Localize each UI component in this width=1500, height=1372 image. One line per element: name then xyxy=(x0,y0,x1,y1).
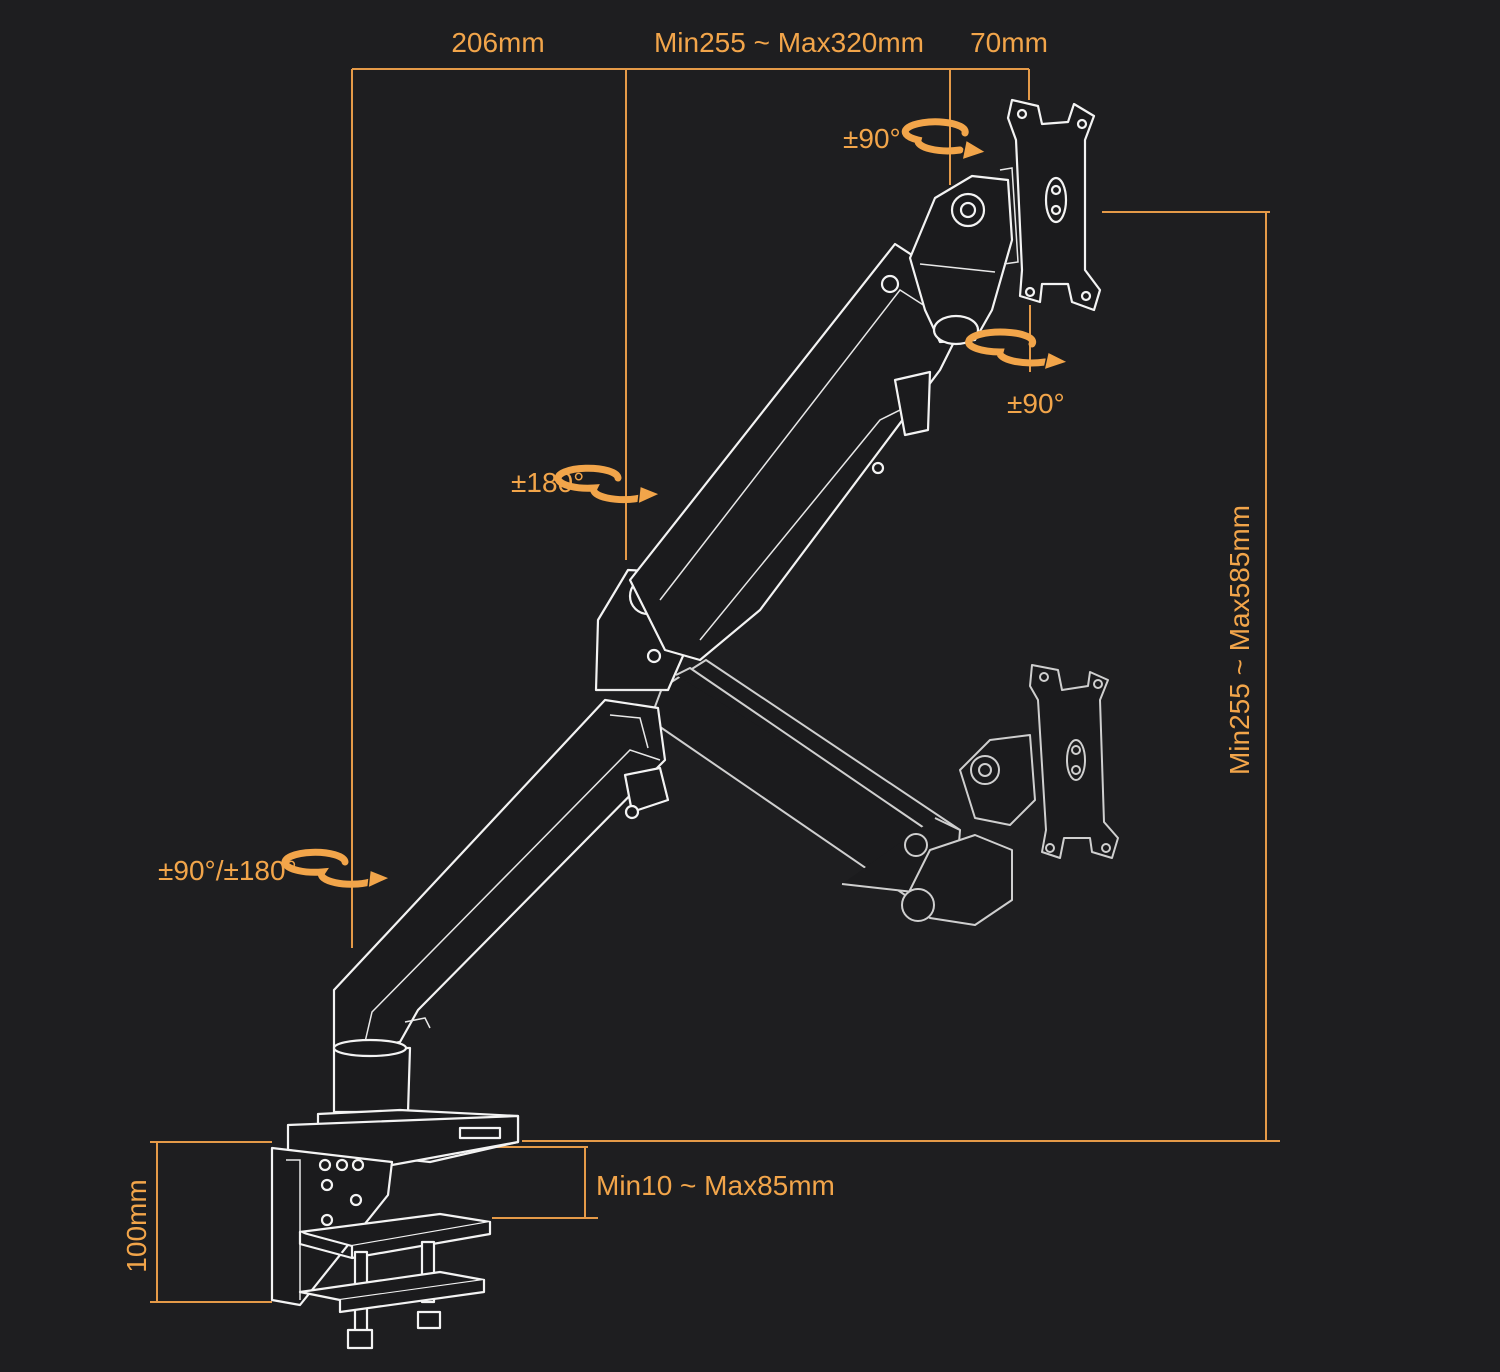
upper-arm xyxy=(628,242,977,662)
dimension-lines xyxy=(150,68,1280,1303)
rotation-icon-elbow xyxy=(554,464,662,506)
label-top-middle-dimension: Min255 ~ Max320mm xyxy=(654,27,924,58)
label-height-range: Min255 ~ Max585mm xyxy=(1224,505,1255,775)
label-desk-thickness: Min10 ~ Max85mm xyxy=(596,1170,835,1201)
ghost-arm-lowered xyxy=(649,659,1119,926)
rotation-icon-head-bottom xyxy=(965,328,1070,372)
monitor-arm xyxy=(270,98,1102,1350)
rotation-icon-head-top xyxy=(901,118,988,162)
head-joint xyxy=(908,174,1014,344)
label-clamp-height: 100mm xyxy=(121,1179,152,1272)
label-rotation-elbow: ±180° xyxy=(511,467,584,498)
label-top-left-dimension: 206mm xyxy=(451,27,544,58)
label-rotation-head-top: ±90° xyxy=(843,123,901,154)
column-base xyxy=(332,1046,412,1114)
label-rotation-base: ±90°/±180° xyxy=(158,855,297,886)
rotation-icon-base xyxy=(281,848,392,890)
desk-clamp xyxy=(270,1146,394,1307)
label-rotation-head-bottom: ±90° xyxy=(1007,388,1065,419)
ghost-vesa-plate xyxy=(1029,664,1119,859)
label-top-right-dimension: 70mm xyxy=(970,27,1048,58)
lower-arm xyxy=(332,698,667,1050)
vesa-plate xyxy=(999,98,1102,312)
